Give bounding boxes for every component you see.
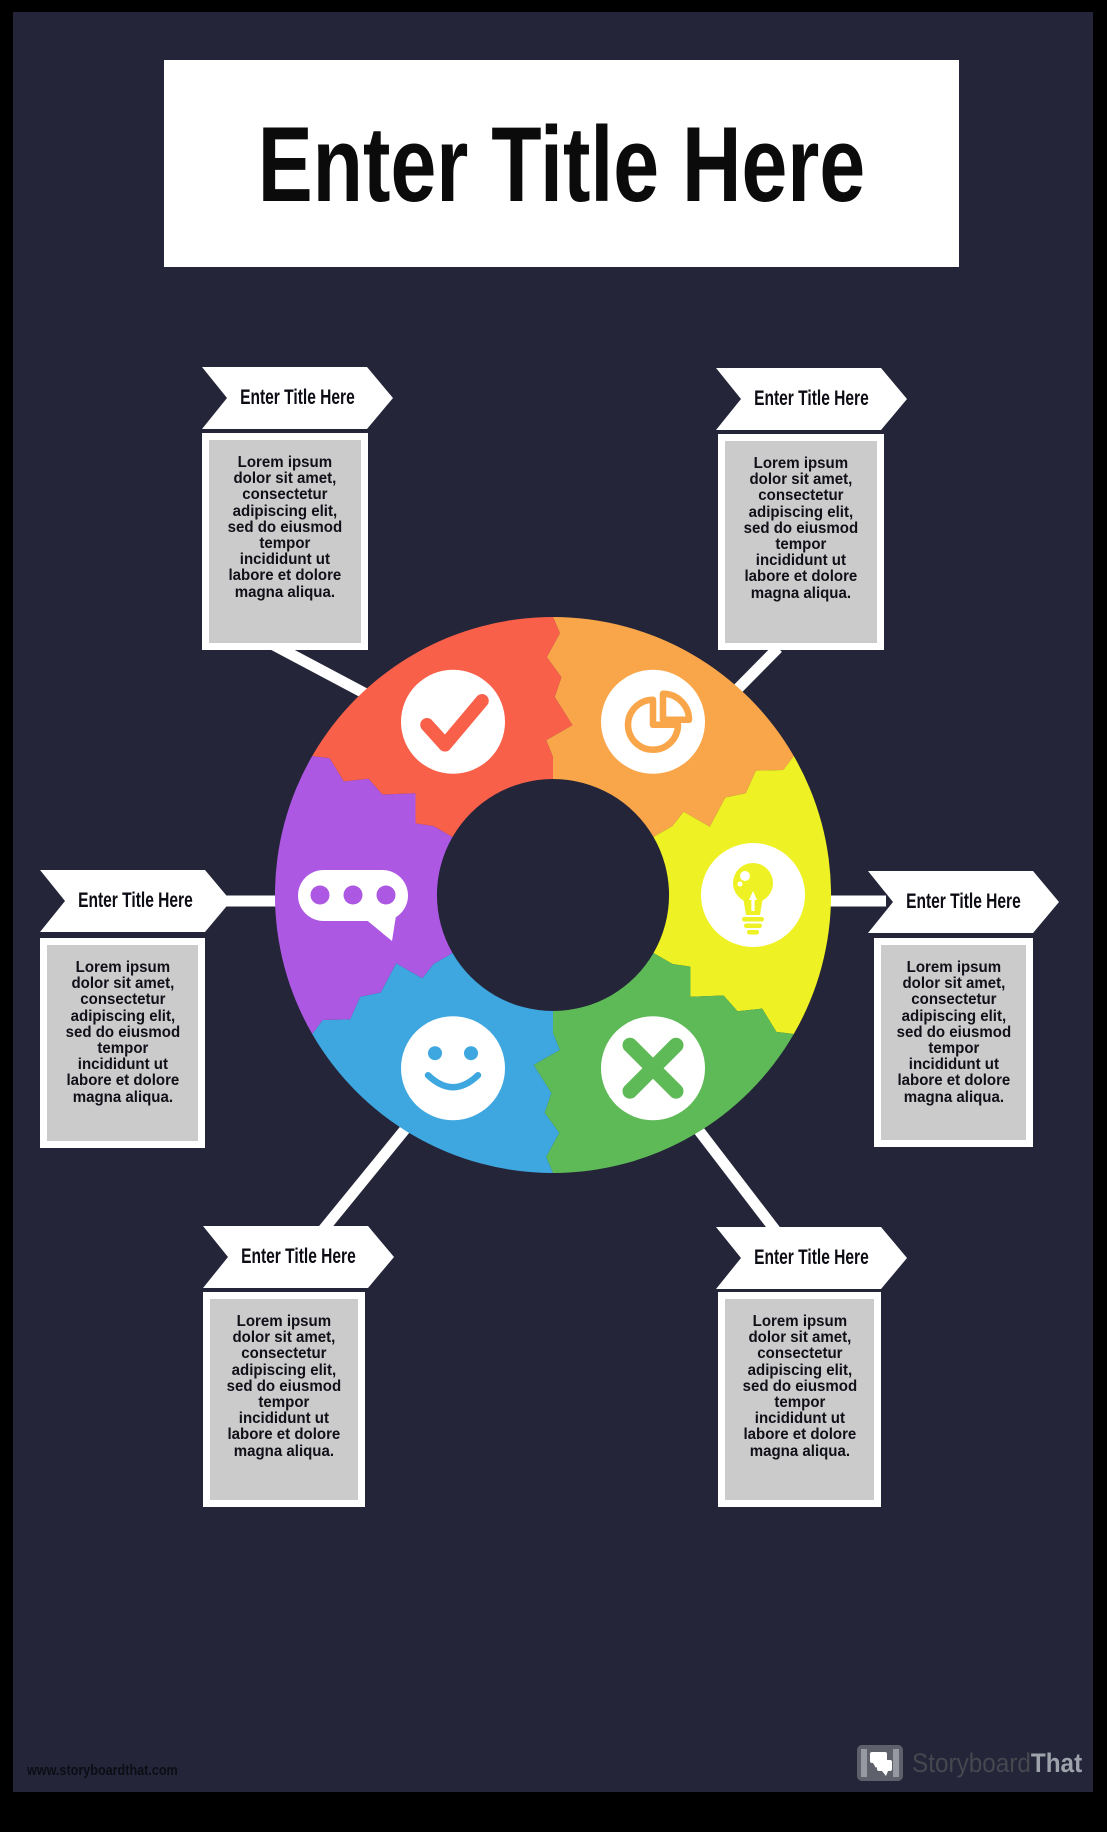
callout-title: Enter Title Here bbox=[241, 1245, 356, 1268]
callout-body-box: Lorem ipsum dolor sit amet, consectetur … bbox=[874, 938, 1033, 1147]
callout-body-text: Lorem ipsum dolor sit amet, consectetur … bbox=[896, 959, 1011, 1106]
callout-body-panel: Lorem ipsum dolor sit amet, consectetur … bbox=[209, 440, 361, 643]
callout-title: Enter Title Here bbox=[78, 889, 193, 912]
check-icon bbox=[401, 669, 505, 774]
callout-body-text: Lorem ipsum dolor sit amet, consectetur … bbox=[227, 454, 343, 601]
callout-body-panel: Lorem ipsum dolor sit amet, consectetur … bbox=[47, 945, 198, 1141]
x-icon bbox=[601, 1016, 705, 1121]
callout-title-banner: Enter Title Here bbox=[203, 1226, 394, 1288]
callout-left: Enter Title Here Lorem ipsum dolor sit a… bbox=[40, 870, 231, 1148]
page-title: Enter Title Here bbox=[257, 103, 866, 224]
callout-body-box: Lorem ipsum dolor sit amet, consectetur … bbox=[40, 938, 205, 1148]
callout-title-banner: Enter Title Here bbox=[868, 871, 1059, 933]
smiley-icon bbox=[401, 1016, 505, 1121]
callout-body-box: Lorem ipsum dolor sit amet, consectetur … bbox=[718, 434, 884, 650]
callout-body-box: Lorem ipsum dolor sit amet, consectetur … bbox=[203, 1292, 365, 1507]
website-url: www.storyboardthat.com bbox=[27, 1762, 178, 1779]
callout-body-text: Lorem ipsum dolor sit amet, consectetur … bbox=[226, 1313, 342, 1460]
storyboardthat-logo: StoryboardThat bbox=[857, 1745, 1101, 1781]
callout-body-panel: Lorem ipsum dolor sit amet, consectetur … bbox=[725, 441, 877, 643]
callout-top-right: Enter Title Here Lorem ipsum dolor sit a… bbox=[716, 368, 907, 650]
logo-text: StoryboardThat bbox=[912, 1747, 1083, 1778]
callout-title: Enter Title Here bbox=[754, 387, 869, 410]
speech-bubble-icon bbox=[298, 870, 408, 941]
callout-title-banner: Enter Title Here bbox=[40, 870, 231, 932]
callout-body-text: Lorem ipsum dolor sit amet, consectetur … bbox=[743, 455, 859, 602]
callout-title-banner: Enter Title Here bbox=[716, 1227, 907, 1289]
callout-title: Enter Title Here bbox=[906, 890, 1021, 913]
callout-title: Enter Title Here bbox=[240, 386, 355, 409]
callout-body-box: Lorem ipsum dolor sit amet, consectetur … bbox=[718, 1292, 881, 1507]
pie-chart-icon bbox=[601, 669, 705, 774]
callout-bottom-left: Enter Title Here Lorem ipsum dolor sit a… bbox=[203, 1226, 394, 1507]
callout-body-box: Lorem ipsum dolor sit amet, consectetur … bbox=[202, 433, 368, 650]
callout-body-text: Lorem ipsum dolor sit amet, consectetur … bbox=[65, 959, 180, 1106]
callout-title-banner: Enter Title Here bbox=[202, 367, 393, 429]
callout-body-panel: Lorem ipsum dolor sit amet, consectetur … bbox=[725, 1299, 874, 1500]
donut-chart bbox=[274, 617, 832, 1173]
callout-top-left: Enter Title Here Lorem ipsum dolor sit a… bbox=[202, 367, 393, 650]
callout-body-panel: Lorem ipsum dolor sit amet, consectetur … bbox=[210, 1299, 358, 1500]
title-banner: Enter Title Here bbox=[164, 60, 959, 267]
callout-title-banner: Enter Title Here bbox=[716, 368, 907, 430]
callout-title: Enter Title Here bbox=[754, 1246, 869, 1269]
callout-body-panel: Lorem ipsum dolor sit amet, consectetur … bbox=[881, 945, 1026, 1140]
callout-right: Enter Title Here Lorem ipsum dolor sit a… bbox=[868, 871, 1059, 1147]
lightbulb-icon bbox=[701, 843, 805, 947]
storyboard-cell-icon bbox=[857, 1745, 903, 1781]
callout-body-text: Lorem ipsum dolor sit amet, consectetur … bbox=[742, 1313, 857, 1460]
callout-bottom-right: Enter Title Here Lorem ipsum dolor sit a… bbox=[716, 1227, 907, 1507]
